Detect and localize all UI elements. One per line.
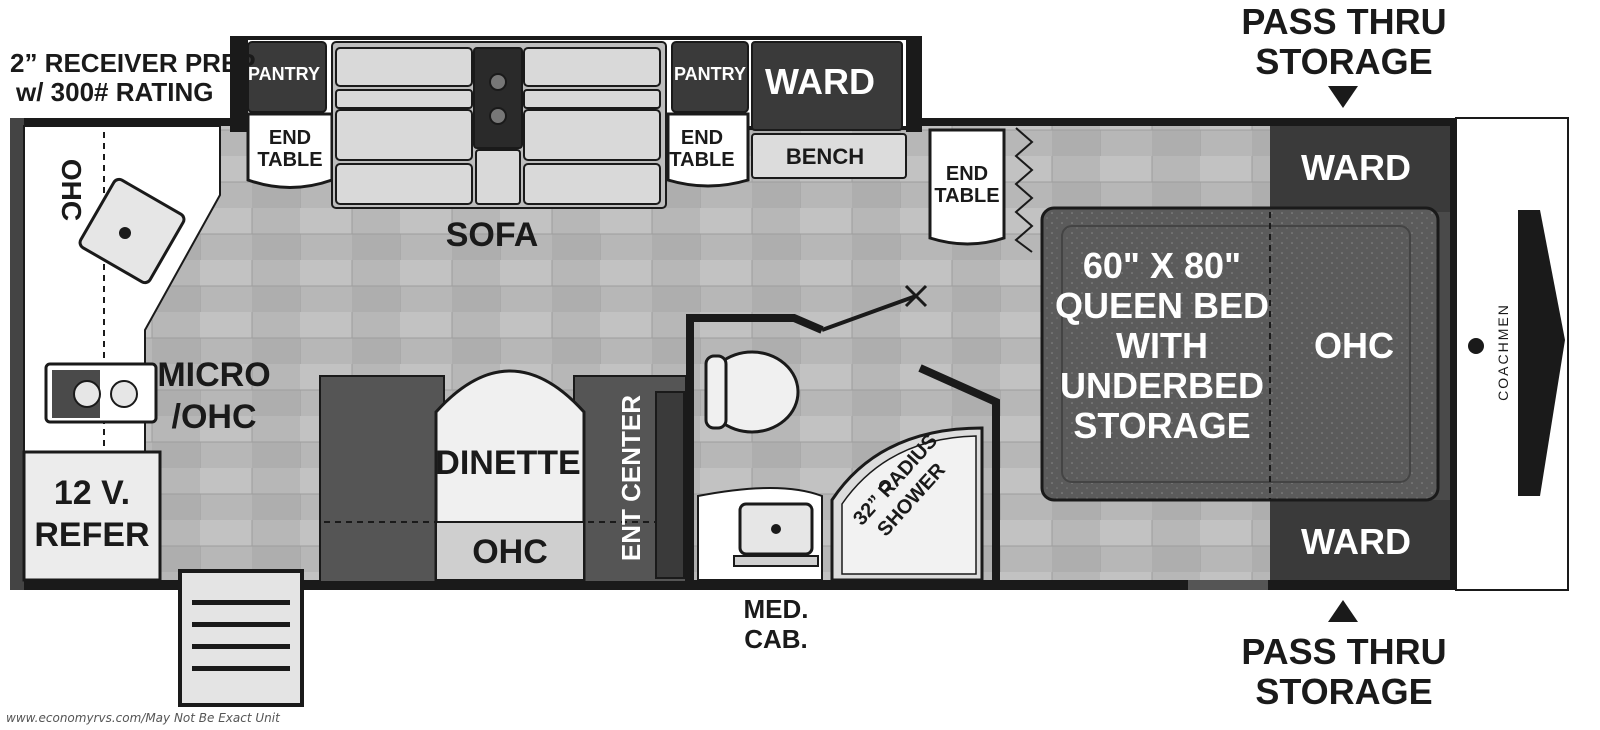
bench (751, 133, 907, 179)
bench-label: BENCH (786, 144, 864, 169)
receiver-label-line1: 2” RECEIVER PREP (10, 48, 256, 78)
pass-thru-top-line2: STORAGE (1255, 41, 1432, 82)
watermark: www.economyrvs.com/May Not Be Exact Unit (6, 711, 281, 725)
bed-mattress (1061, 225, 1411, 483)
ward-bed-bottom (1270, 500, 1450, 580)
end-table-left-label: TABLE (257, 149, 322, 171)
micro-label-line1: MICRO (157, 356, 270, 394)
sofa (331, 41, 667, 209)
ent-center-cabinet (655, 391, 685, 579)
dinette-label: DINETTE (435, 444, 580, 482)
dinette-ohc-label: OHC (472, 533, 548, 571)
refer-label-line1: 12 V. (54, 474, 130, 512)
med-cab-label-line1: MED. (744, 594, 809, 624)
receiver-label-line2: w/ 300# RATING (15, 77, 213, 107)
brand-logo-text: COACHMEN (1495, 303, 1511, 401)
refrigerator (22, 450, 162, 582)
ward-bed-top (1270, 126, 1450, 212)
end-table-bed (928, 128, 1006, 246)
ward-bed-top-label: WARD (1301, 147, 1411, 188)
burner-icon (110, 380, 138, 408)
micro-label-line2: /OHC (172, 398, 257, 436)
shower-drain-icon (879, 480, 891, 492)
refer-label-line2: REFER (34, 516, 149, 554)
pass-thru-bottom-line2: STORAGE (1255, 671, 1432, 712)
bed-label-line4: UNDERBED (1060, 365, 1264, 406)
end-table-mid (666, 112, 750, 188)
front-cap (1455, 117, 1569, 591)
end-table-mid-label: TABLE (669, 149, 734, 171)
ent-center-label: ENT CENTER (616, 395, 646, 561)
end-table-mid-label: END (681, 127, 723, 149)
ward-slideout-label: WARD (765, 61, 875, 102)
ward-slideout (751, 41, 903, 131)
end-table-bed-label: END (946, 163, 988, 185)
pantry-left (247, 41, 327, 113)
pass-thru-top-line1: PASS THRU (1241, 1, 1446, 42)
med-cab-label-line2: CAB. (744, 624, 808, 654)
end-table-left-label: END (269, 127, 311, 149)
sofa-label: SOFA (446, 216, 539, 254)
sink-drain-icon (119, 227, 131, 239)
bed-label-line1: 60" X 80" (1083, 245, 1241, 286)
wardrobe-door-accordion (1014, 127, 1034, 253)
arrow-down-icon (1328, 86, 1358, 108)
bed-label-line2: QUEEN BED (1055, 285, 1269, 326)
door-handle-icon (904, 284, 928, 308)
end-table-bed-label: TABLE (934, 185, 999, 207)
entry-steps (178, 569, 304, 707)
bed-label-line5: STORAGE (1073, 405, 1250, 446)
kitchen-counter (22, 125, 221, 582)
pass-thru-bottom-line1: PASS THRU (1241, 631, 1446, 672)
kitchen-sink (78, 177, 186, 285)
exterior-walls (10, 118, 1458, 590)
pantry-right (671, 41, 749, 113)
kitchen-ohc-label: OHC (56, 159, 87, 221)
pantry-right-label: PANTRY (674, 64, 746, 84)
burner-icon (73, 380, 101, 408)
bed-label-line3: WITH (1116, 325, 1208, 366)
pantry-left-label: PANTRY (248, 64, 320, 84)
bed-ohc-label: OHC (1314, 325, 1394, 366)
queen-bed (1040, 206, 1440, 502)
bathroom (686, 284, 1000, 582)
arrow-up-icon (1328, 600, 1358, 622)
ward-bed-bottom-label: WARD (1301, 521, 1411, 562)
